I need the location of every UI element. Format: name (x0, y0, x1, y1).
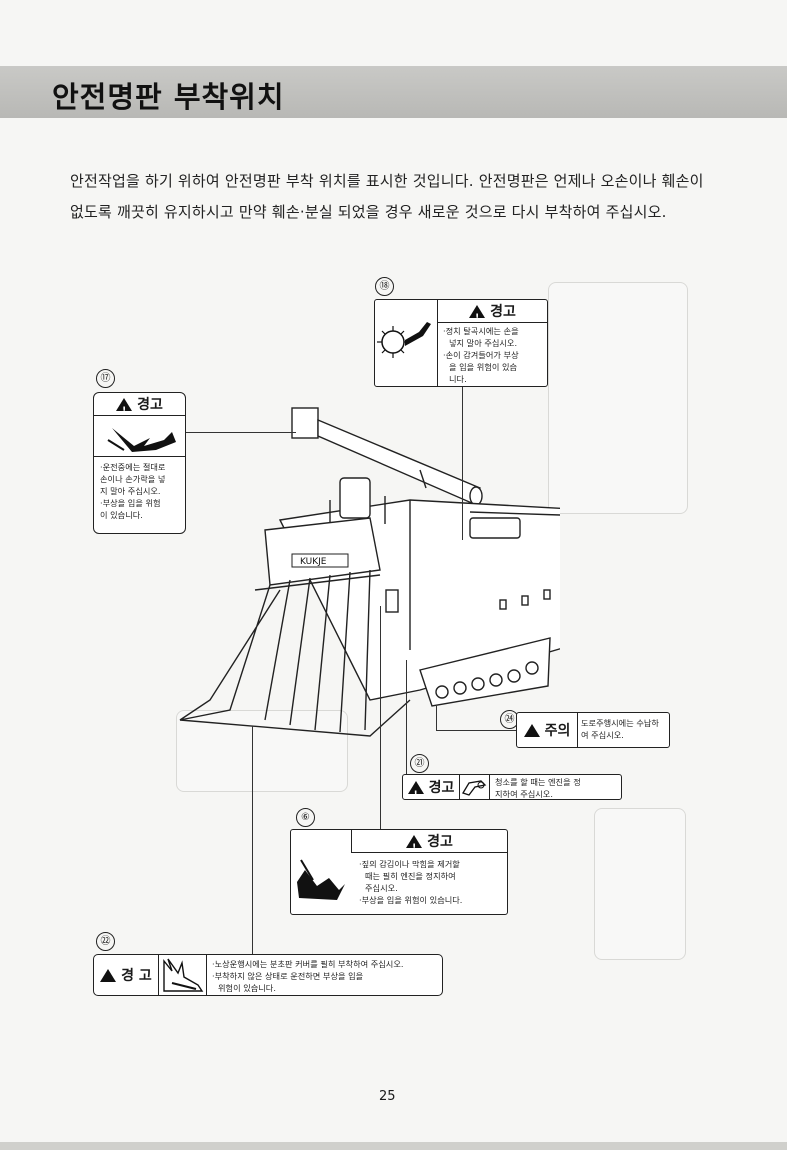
decal-18-line: ·손이 감겨들어가 부상 (443, 350, 519, 360)
warning-triangle-icon (406, 835, 423, 859)
brand-plate: KUKJE (300, 557, 327, 567)
leader-6 (380, 606, 382, 830)
decal-17: 경고 ·운전중에는 절대로 손이나 손가락을 넣 지 말아 주십시오. ·부상을… (93, 392, 186, 534)
label-number-17: ⑰ (96, 369, 115, 388)
sign-word-6: 경고 (427, 834, 453, 850)
ghost-panel-lower-right (594, 808, 686, 960)
sign-word-17: 경고 (137, 397, 163, 413)
decal-21-line: 청소를 할 때는 엔진을 정 (495, 777, 581, 787)
decal-24-text: 도로주행시에는 수납하 여 주십시오. (581, 717, 669, 741)
engine-cleaning-icon (462, 780, 487, 796)
decal-18-line: 을 입을 위험이 있습 (449, 362, 518, 372)
warning-triangle-icon (100, 969, 117, 1011)
thresher-hand-icon (377, 322, 431, 358)
intro-line-2: 없도록 깨끗히 유지하시고 만약 훼손·분실 되었을 경우 새로운 것으로 다시… (70, 203, 667, 221)
hand-entanglement-icon (107, 428, 176, 452)
pictogram-22 (158, 955, 207, 995)
decal-21: 경고 청소를 할 때는 엔진을 정 지하여 주십시오. (402, 774, 622, 807)
label-number-22: ㉒ (96, 932, 115, 951)
straw-clog-hand-icon (297, 859, 345, 900)
label-number-18: ⑱ (375, 277, 394, 296)
page-number: 25 (379, 1089, 396, 1104)
decal-6-line: 주십시오. (365, 883, 398, 893)
decal-18-line: 니다. (449, 374, 467, 384)
decal-18-line: 넣지 말아 주십시오. (449, 338, 518, 348)
leader-17 (186, 432, 296, 434)
decal-21-text: 청소를 할 때는 엔진을 정 지하여 주십시오. (495, 776, 621, 800)
decal-18-line: ·정치 탈곡시에는 손을 (443, 326, 519, 336)
warning-triangle-icon (469, 305, 486, 329)
pictogram-21 (459, 775, 490, 799)
leader-21 (406, 660, 408, 776)
decal-6-line: ·부상을 입을 위험이 있습니다. (359, 895, 463, 905)
header-band (0, 66, 787, 118)
pictogram-6 (291, 830, 351, 914)
intro-line-1: 안전작업을 하기 위하여 안전명판 부착 위치를 표시한 것입니다. 안전명판은… (70, 172, 704, 190)
sign-word-22: 경 고 (121, 968, 152, 984)
decal-17-line: 손이나 손가락을 넣 (100, 474, 166, 484)
decal-24-line: 여 주십시오. (581, 730, 624, 740)
caution-triangle-icon (523, 724, 540, 760)
page-title: 안전명판 부착위치 (52, 80, 285, 114)
pictogram-17 (94, 416, 185, 457)
warning-triangle-icon (116, 398, 133, 422)
combine-harvester-illustration: KUKJE (179, 407, 560, 737)
decal-22: 경 고 ·노상운행시에는 분초판 커버를 필히 부착하여 주십시오. ·부착하지… (93, 954, 443, 1011)
decal-22-line: ·부착하지 않은 상태로 운전하면 부상을 입을 (212, 971, 364, 981)
intro-text: 안전작업을 하기 위하여 안전명판 부착 위치를 표시한 것입니다. 안전명판은… (70, 166, 710, 228)
decal-6-line: 때는 필히 엔진을 정지하여 (365, 871, 456, 881)
decal-24: 주의 도로주행시에는 수납하 여 주십시오. (516, 712, 670, 760)
decal-18: 경고 ·정치 탈곡시에는 손을 넣지 말아 주십시오. ·손이 감겨들어가 부상… (374, 299, 548, 387)
sign-word-21: 경고 (428, 780, 455, 796)
divider-cover-hand-icon (163, 958, 204, 992)
decal-22-text: ·노상운행시에는 분초판 커버를 필히 부착하여 주십시오. ·부착하지 않은 … (212, 958, 440, 994)
ghost-panel-right (548, 282, 688, 514)
warning-triangle-icon (407, 781, 424, 807)
leader-24-h (436, 730, 516, 732)
decal-17-line: 지 말아 주십시오. (100, 486, 161, 496)
leader-22 (252, 726, 254, 954)
pictogram-18 (375, 300, 438, 386)
decal-24-line: 도로주행시에는 수납하 (581, 718, 659, 728)
decal-17-text: ·운전중에는 절대로 손이나 손가락을 넣 지 말아 주십시오. ·부상을 입을… (94, 457, 185, 521)
decal-17-line: ·운전중에는 절대로 (100, 462, 166, 472)
leader-18 (462, 386, 464, 540)
footer-band (0, 1142, 787, 1150)
decal-6-line: ·짚의 감김이나 막힘을 제거할 (359, 859, 460, 869)
ghost-panel-lower-left (176, 710, 348, 792)
decal-17-line: 이 있습니다. (100, 510, 143, 520)
sign-word-24: 주의 (544, 723, 571, 739)
decal-17-line: ·부상을 입을 위험 (100, 498, 161, 508)
decal-6: 경고 ·짚의 감김이나 막힘을 제거할 때는 필히 엔진을 정지하여 주십시오.… (290, 829, 508, 915)
leader-24 (436, 706, 438, 730)
sign-word-18: 경고 (490, 304, 516, 320)
decal-22-line: 위험이 있습니다. (218, 983, 276, 993)
decal-18-text: ·정치 탈곡시에는 손을 넣지 말아 주십시오. ·손이 감겨들어가 부상 을 … (443, 325, 543, 385)
label-number-21: ㉑ (410, 754, 429, 773)
decal-21-line: 지하여 주십시오. (495, 789, 553, 799)
decal-22-line: ·노상운행시에는 분초판 커버를 필히 부착하여 주십시오. (212, 959, 404, 969)
decal-6-text: ·짚의 감김이나 막힘을 제거할 때는 필히 엔진을 정지하여 주십시오. ·부… (359, 858, 505, 906)
label-number-6: ⑥ (296, 808, 315, 827)
